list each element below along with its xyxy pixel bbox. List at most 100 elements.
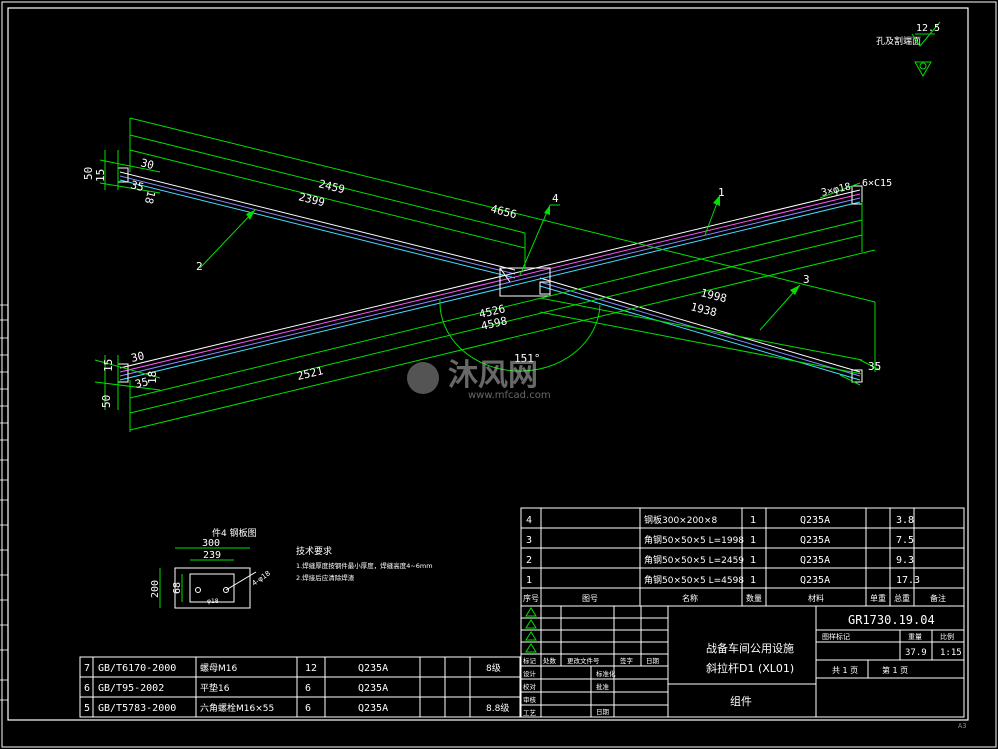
std-row-7-grade: 8级 xyxy=(486,662,501,674)
role-2: 审核 xyxy=(523,695,537,704)
dim-1998: 1998 xyxy=(699,286,728,305)
dim-4526: 4526 xyxy=(478,302,507,321)
title-block xyxy=(520,605,965,718)
roughness-label: 孔及割端面 xyxy=(876,35,921,47)
std-row-5-grade: 8.8级 xyxy=(486,702,509,714)
rod-2-upper-left xyxy=(119,171,516,279)
dimension-lines xyxy=(94,117,881,432)
project-name: 战备车间公用设施 xyxy=(706,641,794,655)
revision-markers xyxy=(525,607,537,653)
std-row-7-qty: 12 xyxy=(305,663,317,674)
parts-header-note: 备注 xyxy=(930,593,946,603)
dim-30-upper: 30 xyxy=(139,156,155,172)
drawing-kind: 组件 xyxy=(730,694,752,708)
dim-35-lower: 35 xyxy=(134,375,150,391)
std-row-7-no: 7 xyxy=(84,663,90,674)
watermark: 沐风网 www.mfcad.com xyxy=(407,358,551,401)
plate-hole-label: 4-φ18 xyxy=(251,569,272,587)
std-row-6-std: GB/T95-2002 xyxy=(98,683,164,694)
dim-50-lower: 50 xyxy=(100,395,113,408)
notes-title: 技术要求 xyxy=(296,545,332,557)
parts-header-code: 图号 xyxy=(582,594,598,603)
std-row-5-name: 六角螺栓M16×55 xyxy=(200,702,274,714)
role2-0: 标准化 xyxy=(596,669,616,678)
notes-line-2: 2.焊接后应清除焊渣 xyxy=(296,573,355,582)
plate-width-inner: 239 xyxy=(203,550,221,561)
revision-headers: 标记处数 更改文件号 签字 日期 xyxy=(523,656,660,665)
dim-15-lower: 15 xyxy=(102,359,115,372)
scale-value: 1:15 xyxy=(940,648,962,658)
parts-header-total: 总重 xyxy=(894,593,910,603)
parts-row-2-no: 2 xyxy=(526,555,532,566)
parts-row-2-unit: 9.3 xyxy=(896,555,914,566)
dim-50-upper: 50 xyxy=(82,167,95,180)
rod-1-long-diagonal xyxy=(119,189,861,381)
role-3: 工艺 xyxy=(523,709,537,717)
std-row-5-std: GB/T5783-2000 xyxy=(98,703,176,714)
balloon-3: 3 xyxy=(803,273,810,286)
dim-2399: 2399 xyxy=(297,190,326,209)
plate-height-inner: 68 xyxy=(172,582,183,594)
weight-label: 重量 xyxy=(908,633,922,641)
dim-35-right: 35 xyxy=(868,360,881,373)
parts-row-2-name: 角钢50×50×5 L=2459 xyxy=(644,554,744,566)
hole-callout: 3×φ18 xyxy=(820,181,852,198)
sheet-size: A3 xyxy=(958,722,966,730)
rev-header-0: 标记 xyxy=(523,656,537,665)
dim-15-upper: 15 xyxy=(94,169,107,182)
balloon-1: 1 xyxy=(718,186,725,199)
parts-header-name: 名称 xyxy=(682,593,698,603)
left-margin-ticks xyxy=(0,304,8,701)
technical-notes: 技术要求 1.焊缝厚度按钢件最小厚度，焊缝高度4~6mm 2.焊接后应清除焊渣 xyxy=(296,545,433,582)
rev-header-3: 签字 xyxy=(620,656,634,665)
parts-row-1-qty: 1 xyxy=(750,575,756,586)
dim-30-lower: 30 xyxy=(130,349,146,365)
parts-header-no: 序号 xyxy=(523,593,539,603)
std-row-6-no: 6 xyxy=(84,683,90,694)
dim-35-upper: 35 xyxy=(129,178,145,194)
parts-row-4-no: 4 xyxy=(526,515,532,526)
weight-value: 37.9 xyxy=(905,648,927,658)
balloon-2: 2 xyxy=(196,260,203,273)
parts-row-1-no: 1 xyxy=(526,575,532,586)
dim-2521: 2521 xyxy=(296,364,325,383)
parts-row-3-qty: 1 xyxy=(750,535,756,546)
role-0: 设计 xyxy=(523,669,537,678)
weld-callout: 6×C15 xyxy=(862,178,892,189)
scale-label: 比例 xyxy=(940,632,954,641)
std-parts-table xyxy=(79,656,521,718)
parts-row-3-unit: 7.5 xyxy=(896,535,914,546)
plate-detail: 件4 钢板图 300 239 200 68 4-φ18 φ18 xyxy=(150,527,272,609)
std-row-5-mat: Q235A xyxy=(358,703,388,714)
plate-inner-label: φ18 xyxy=(207,598,219,605)
dim-18-lower: 18 xyxy=(146,371,159,384)
parts-row-1-name: 角钢50×50×5 L=4598 xyxy=(644,574,744,586)
parts-row-1-mat: Q235A xyxy=(800,575,830,586)
rev-header-4: 日期 xyxy=(646,657,660,665)
std-row-7-mat: Q235A xyxy=(358,663,388,674)
watermark-brand: 沐风网 xyxy=(448,358,538,393)
rev-header-1: 处数 xyxy=(543,656,557,665)
role2-2: 日期 xyxy=(596,708,610,716)
watermark-url: www.mfcad.com xyxy=(468,390,551,401)
sheet-number: 第 1 页 xyxy=(882,665,908,675)
parts-header-qty: 数量 xyxy=(746,593,762,603)
std-row-6-name: 平垫16 xyxy=(200,682,230,694)
parts-row-4-name: 钢板300×200×8 xyxy=(644,514,717,526)
dimension-arrows xyxy=(246,195,800,295)
drawing-number: GR1730.19.04 xyxy=(848,613,935,627)
dim-angle-151: 151° xyxy=(514,352,541,365)
plate-height-outer: 200 xyxy=(150,580,161,598)
dim-2459: 2459 xyxy=(317,177,346,196)
std-row-6-mat: Q235A xyxy=(358,683,388,694)
rev-header-2: 更改文件号 xyxy=(567,656,600,665)
std-row-5-qty: 6 xyxy=(305,703,311,714)
parts-row-3-mat: Q235A xyxy=(800,535,830,546)
notes-line-1: 1.焊缝厚度按钢件最小厚度，焊缝高度4~6mm xyxy=(296,561,433,570)
std-row-6-qty: 6 xyxy=(305,683,311,694)
part-name: 斜拉杆D1 (XL01) xyxy=(706,661,794,675)
plate-detail-title: 件4 钢板图 xyxy=(212,527,257,539)
roughness-value: 12.5 xyxy=(916,23,940,34)
